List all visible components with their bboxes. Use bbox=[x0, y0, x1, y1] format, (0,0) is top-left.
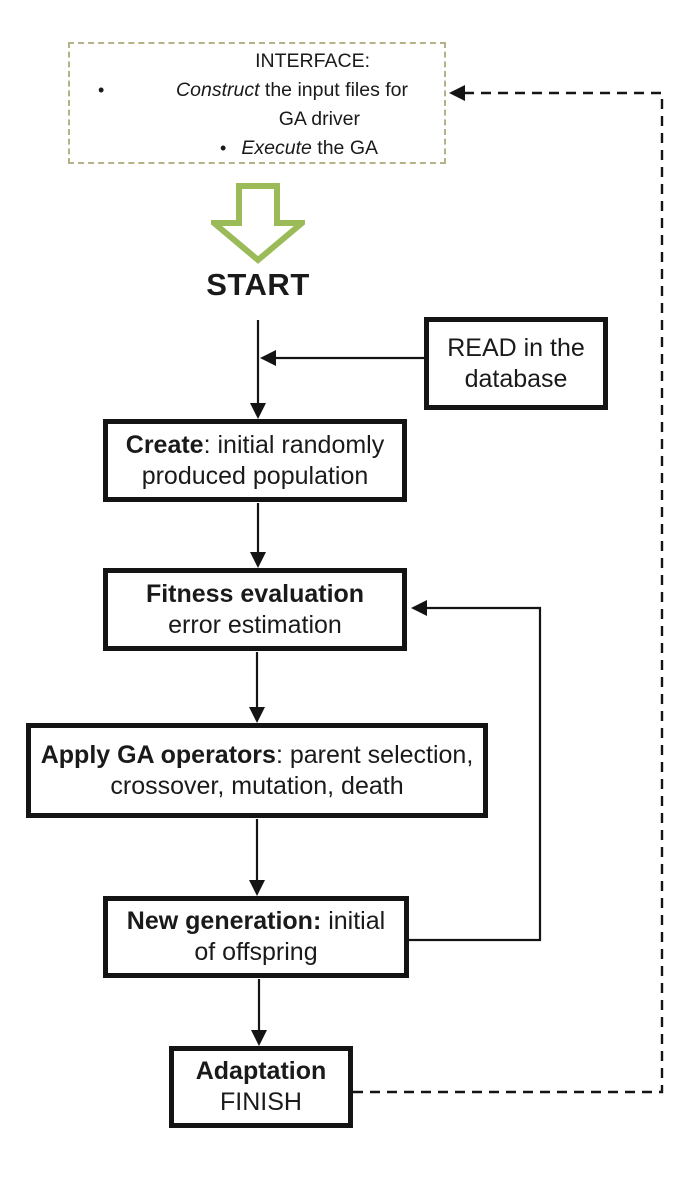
newgen-box-line1: New generation: initial bbox=[127, 906, 385, 937]
read-database-box: READ in the database bbox=[424, 317, 608, 410]
bullet-icon: • bbox=[98, 80, 105, 100]
interface-item-execute: • Execute the GA bbox=[70, 134, 444, 163]
fitness-evaluation-box: Fitness evaluation error estimation bbox=[103, 568, 407, 651]
interface-item-construct-rest: the input files for bbox=[259, 79, 408, 101]
adaptation-box-bold: Adaptation bbox=[195, 1057, 327, 1085]
newgen-box-bold: New generation: bbox=[126, 907, 322, 935]
adaptation-box-line1: Adaptation bbox=[196, 1056, 327, 1087]
arrow-create-to-fitness bbox=[250, 503, 266, 568]
create-population-box: Create: initial randomly produced popula… bbox=[103, 419, 407, 502]
fitness-box-line1: Fitness evaluation bbox=[146, 579, 364, 610]
apply-box-line1: Apply GA operators: parent selection, bbox=[41, 740, 474, 771]
interface-item-construct: • Construct the input files for bbox=[70, 76, 444, 105]
adaptation-box-line2: FINISH bbox=[220, 1088, 302, 1116]
fitness-box-line2: error estimation bbox=[168, 610, 342, 639]
arrow-apply-to-newgen bbox=[249, 819, 265, 896]
read-box-line1: READ in the bbox=[447, 333, 585, 362]
interface-title: INTERFACE: bbox=[255, 50, 370, 72]
fitness-box-bold: Fitness evaluation bbox=[145, 579, 365, 608]
newgen-box-line2: of offspring bbox=[194, 938, 318, 966]
green-down-arrow-icon bbox=[211, 183, 305, 264]
bullet-icon: • bbox=[220, 138, 227, 158]
apply-ga-operators-box: Apply GA operators: parent selection, cr… bbox=[26, 723, 488, 818]
create-box-rest: : initial randomly bbox=[203, 430, 385, 459]
create-box-line2: produced population bbox=[141, 461, 369, 490]
create-box-bold: Create bbox=[125, 430, 204, 459]
interface-item-construct-line2: GA driver bbox=[278, 108, 360, 130]
apply-box-line2: crossover, mutation, death bbox=[110, 771, 404, 800]
newgen-box-rest: initial bbox=[321, 907, 386, 935]
arrow-read-to-flow bbox=[260, 350, 424, 366]
read-box-line2: database bbox=[464, 364, 568, 393]
arrow-newgen-to-adaptation bbox=[251, 979, 267, 1046]
interface-item-execute-italic: Execute bbox=[241, 137, 312, 159]
start-label: START bbox=[206, 267, 310, 302]
arrow-start-to-create bbox=[250, 320, 266, 419]
adaptation-finish-box: Adaptation FINISH bbox=[169, 1046, 353, 1128]
apply-box-rest: : parent selection, bbox=[275, 740, 474, 769]
interface-item-execute-rest: the GA bbox=[311, 137, 378, 159]
arrow-fitness-to-apply bbox=[249, 652, 265, 723]
feedback-loop-newgen-to-fitness bbox=[409, 600, 542, 942]
interface-box: INTERFACE: • Construct the input files fo… bbox=[68, 42, 446, 164]
new-generation-box: New generation: initial of offspring bbox=[103, 896, 409, 978]
interface-item-construct-italic: Construct bbox=[176, 79, 260, 101]
apply-box-bold: Apply GA operators bbox=[40, 740, 276, 769]
dashed-return-finish-to-interface bbox=[353, 85, 664, 1094]
create-box-line1: Create: initial randomly bbox=[126, 430, 384, 461]
